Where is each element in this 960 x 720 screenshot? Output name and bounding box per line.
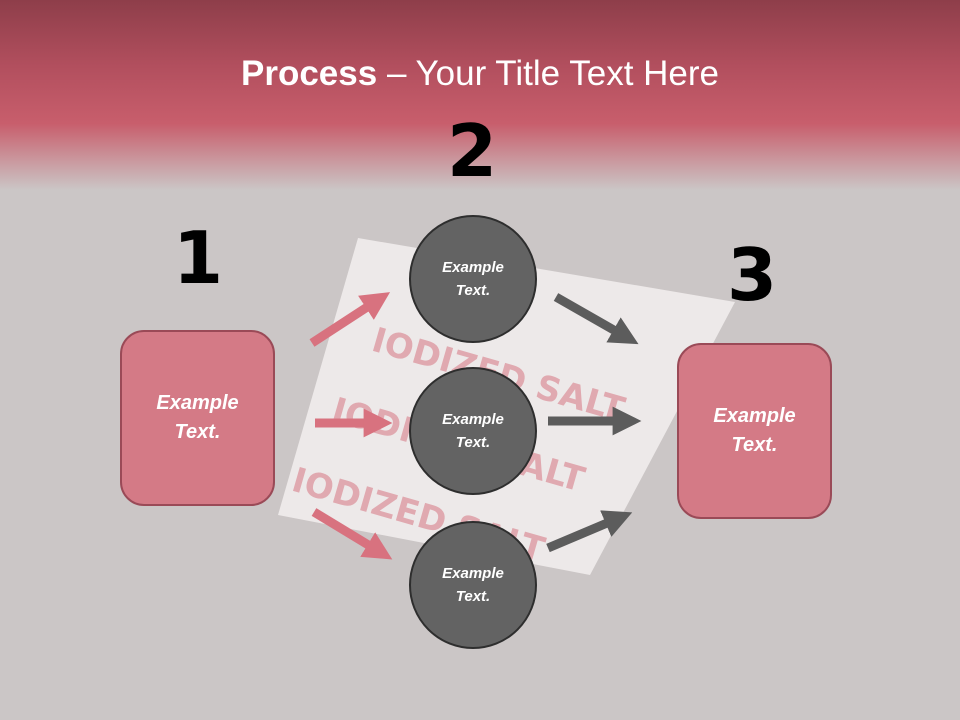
arrow-top-to-right: [553, 293, 639, 345]
header-band: [0, 0, 960, 190]
left-step-box: Example Text.: [120, 330, 275, 506]
circle-bottom: Example Text.: [409, 521, 537, 649]
circle-middle-text: Example Text.: [442, 411, 504, 451]
circle-middle: Example Text.: [409, 367, 537, 495]
left-step-text: Example Text.: [156, 392, 239, 443]
title-rest: – Your Title Text Here: [377, 54, 719, 93]
title-bold: Process: [241, 54, 378, 93]
slide-title: Process – Your Title Text Here: [0, 52, 960, 96]
stage-number-1: 1: [172, 216, 224, 300]
stage-number-2: 2: [446, 109, 498, 193]
right-step-box: Example Text.: [677, 343, 832, 519]
circle-bottom-text: Example Text.: [442, 565, 504, 605]
right-step-text: Example Text.: [713, 405, 796, 456]
arrow-left-to-bottom: [311, 508, 393, 560]
circle-top: Example Text.: [409, 215, 537, 343]
arrow-left-to-top: [309, 292, 391, 347]
arrow-bottom-to-right: [546, 510, 633, 553]
circle-top-text: Example Text.: [442, 259, 504, 299]
stage-number-3: 3: [726, 233, 778, 317]
